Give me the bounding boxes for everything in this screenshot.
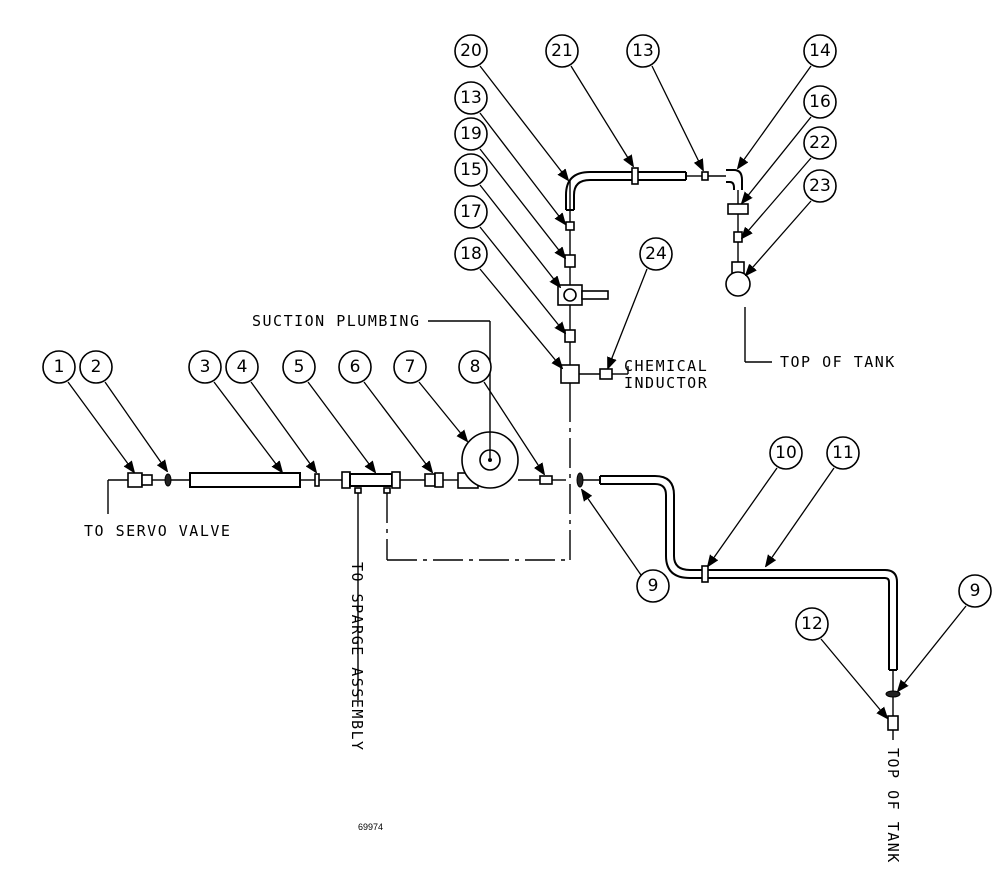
suction-plumbing-lead bbox=[428, 320, 491, 458]
callout-18: 18 bbox=[454, 237, 488, 271]
svg-text:13: 13 bbox=[632, 41, 654, 61]
main-line-left bbox=[107, 431, 566, 514]
callout-19: 19 bbox=[454, 117, 488, 151]
callout-3: 3 bbox=[188, 350, 222, 384]
callout-22: 22 bbox=[803, 126, 837, 160]
callout-13-lower: 13 bbox=[454, 81, 488, 115]
callout-7: 7 bbox=[393, 350, 427, 384]
svg-text:13: 13 bbox=[460, 88, 482, 108]
svg-text:19: 19 bbox=[460, 124, 482, 144]
callout-13-top: 13 bbox=[626, 34, 660, 68]
svg-text:1: 1 bbox=[54, 357, 65, 377]
svg-text:11: 11 bbox=[832, 443, 854, 463]
to-servo-valve-label: TO SERVO VALVE bbox=[84, 522, 231, 540]
vertical-riser bbox=[557, 167, 751, 560]
callout-11: 11 bbox=[826, 436, 860, 470]
svg-text:24: 24 bbox=[645, 244, 667, 264]
chemical-label: CHEMICAL bbox=[624, 357, 708, 375]
callout-4: 4 bbox=[225, 350, 259, 384]
svg-text:18: 18 bbox=[460, 244, 482, 264]
callout-9-right: 9 bbox=[958, 574, 992, 608]
svg-text:5: 5 bbox=[294, 357, 305, 377]
svg-text:17: 17 bbox=[460, 202, 482, 222]
sparge-lines bbox=[357, 493, 570, 700]
svg-text:4: 4 bbox=[237, 357, 248, 377]
svg-text:2: 2 bbox=[91, 357, 102, 377]
callout-14: 14 bbox=[803, 34, 837, 68]
callout-20: 20 bbox=[454, 34, 488, 68]
callout-2: 2 bbox=[79, 350, 113, 384]
callout-21: 21 bbox=[545, 34, 579, 68]
discharge-line bbox=[576, 472, 901, 740]
svg-text:12: 12 bbox=[801, 614, 823, 634]
top-of-tank-right-label: TOP OF TANK bbox=[780, 353, 896, 371]
svg-text:10: 10 bbox=[775, 443, 797, 463]
callout-10: 10 bbox=[769, 436, 803, 470]
callout-5: 5 bbox=[282, 350, 316, 384]
svg-text:6: 6 bbox=[350, 357, 361, 377]
svg-text:15: 15 bbox=[460, 160, 482, 180]
svg-text:20: 20 bbox=[460, 41, 482, 61]
callout-9-middle: 9 bbox=[636, 569, 670, 603]
svg-text:8: 8 bbox=[470, 357, 481, 377]
callout-15: 15 bbox=[454, 153, 488, 187]
callout-24: 24 bbox=[639, 237, 673, 271]
to-sparge-assembly-label: TO SPARGE ASSEMBLY bbox=[348, 562, 366, 752]
top-of-tank-bottom-label: TOP OF TANK bbox=[884, 748, 902, 864]
inductor-label: INDUCTOR bbox=[624, 374, 708, 392]
svg-text:22: 22 bbox=[809, 133, 831, 153]
svg-text:9: 9 bbox=[970, 581, 981, 601]
svg-text:21: 21 bbox=[551, 41, 573, 61]
callout-23: 23 bbox=[803, 169, 837, 203]
svg-text:3: 3 bbox=[200, 357, 211, 377]
top-of-tank-right-lead bbox=[744, 307, 772, 363]
drawing-number: 69974 bbox=[358, 822, 383, 832]
callout-17: 17 bbox=[454, 195, 488, 229]
svg-text:9: 9 bbox=[648, 576, 659, 596]
svg-text:16: 16 bbox=[809, 92, 831, 112]
callout-12: 12 bbox=[795, 607, 829, 641]
svg-text:7: 7 bbox=[405, 357, 416, 377]
svg-text:14: 14 bbox=[809, 41, 831, 61]
callout-16: 16 bbox=[803, 85, 837, 119]
suction-plumbing-label: SUCTION PLUMBING bbox=[252, 312, 421, 330]
callout-6: 6 bbox=[338, 350, 372, 384]
callout-8: 8 bbox=[458, 350, 492, 384]
svg-text:23: 23 bbox=[809, 176, 831, 196]
callout-1: 1 bbox=[42, 350, 76, 384]
